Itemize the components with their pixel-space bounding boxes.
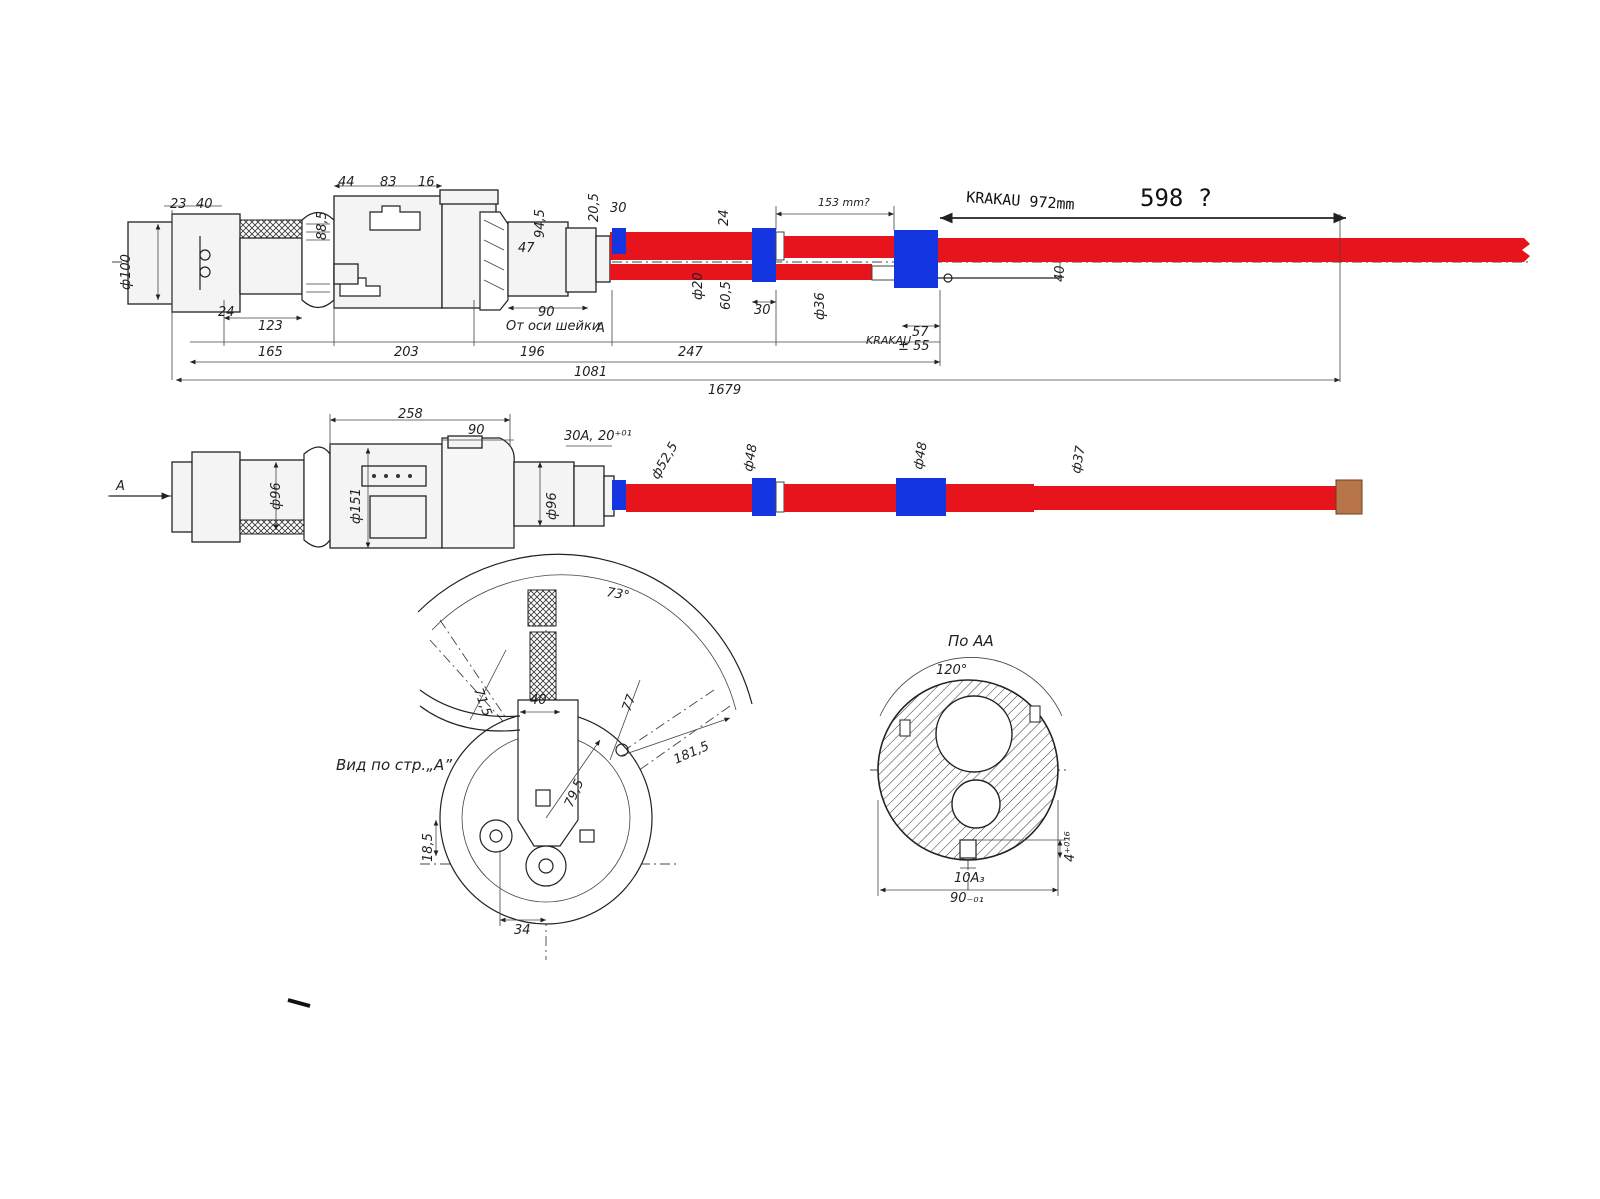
dim-30a: 30А, [564,429,594,444]
dim-20-5: 20,5 [587,193,602,222]
dim-165: 165 [258,345,283,360]
dim-44: 44 [338,175,355,190]
dim-1679: 1679 [708,383,741,398]
upper-barrel-rear [610,232,752,260]
neck-axis-note: От оси шейки [506,319,600,334]
side-barrel-rear [626,484,752,512]
muzzle-sleeve-top [894,230,938,288]
dim-57: 57 [912,325,929,340]
dim-60-5: 60,5 [719,281,734,310]
dim-diam-100: ф100 [119,254,134,290]
dim-diam-48-a: ф48 [741,443,761,473]
dim-diam-37: ф37 [1069,444,1089,475]
section-aa-caption: По АА [948,632,994,650]
dim-40: 40 [196,197,213,212]
dim-77: 77 [620,692,640,713]
side-sleeve-middle [752,478,776,516]
dim-23: 23 [170,197,187,212]
dim-diam-20: ф20 [691,272,706,300]
stray-mark [287,998,311,1008]
dim-247: 247 [678,345,704,360]
arrow-label-a: А [115,479,125,494]
dim-16: 16 [418,175,435,190]
lower-barrel-rear [610,264,752,280]
note-598: 598 ? [1140,184,1212,212]
side-rear-sleeve [612,480,626,510]
dim-diam-52-5: ф52,5 [648,440,681,482]
dim-73-deg: 73° [605,585,630,604]
dim-90: 90 [538,305,555,320]
dim-diam-48-b: ф48 [911,441,931,471]
dim-40-view: 40 [530,693,547,708]
muzzle-cap [1335,479,1363,515]
dim-20-tol: 20⁺⁰¹ [598,429,632,444]
krakau-972-note: KRAKAU 972mm [966,188,1075,214]
front-sleeve-top [752,228,776,282]
dim-30-a: 30 [610,201,627,216]
dim-18-5: 18,5 [421,833,436,862]
dim-83: 83 [380,175,397,190]
side-sleeve-front [896,478,946,516]
view-a: Вид по стр.„А” 73° 71,5 77 40 181,5 79,5… [336,553,753,960]
dim-153-note: 153 mm? [818,196,870,209]
dim-34: 34 [514,923,531,938]
dim-258: 258 [398,407,423,422]
dim-47: 47 [518,241,535,256]
section-mark-a-top: А [595,321,605,336]
dim-40-right: 40 [1053,265,1068,282]
dim-30-b: 30 [754,303,771,318]
dim-120-deg: 120° [936,663,967,678]
dim-10a3: 10А₃ [954,871,985,886]
dim-diam-96-a: ф96 [269,482,284,510]
section-aa: По АА 120° 4⁺⁰¹⁶ 10А₃ 90₋₀₁ [870,632,1078,906]
view-a-caption: Вид по стр.„А” [336,756,452,774]
dim-123: 123 [258,319,283,334]
dim-4-tol: 4⁺⁰¹⁶ [1063,831,1078,862]
dim-94-5: 94,5 [533,209,548,238]
dim-diam-36: ф36 [813,292,828,320]
dim-90-side: 90 [468,423,485,438]
dim-1081: 1081 [574,365,607,380]
krakau-tolerance: ± 55 [898,339,930,354]
side-view: А 258 [108,407,1363,549]
upper-barrel-front [938,238,1530,262]
dim-88-5: 88,5 [315,211,330,240]
dim-90-tol: 90₋₀₁ [950,891,984,906]
side-barrel-front [1034,486,1336,510]
dim-196: 196 [520,345,545,360]
dim-diam-151: ф151 [349,488,364,524]
dim-203: 203 [394,345,419,360]
dim-24-low: 24 [218,305,235,320]
dim-diam-96-b: ф96 [545,492,560,520]
krakau-small-note: KRAKAU [866,334,911,347]
dim-24-vert: 24 [717,209,732,226]
top-view: 23 40 44 83 16 20,5 30 24 153 mm? ф100 8… [112,175,1530,398]
